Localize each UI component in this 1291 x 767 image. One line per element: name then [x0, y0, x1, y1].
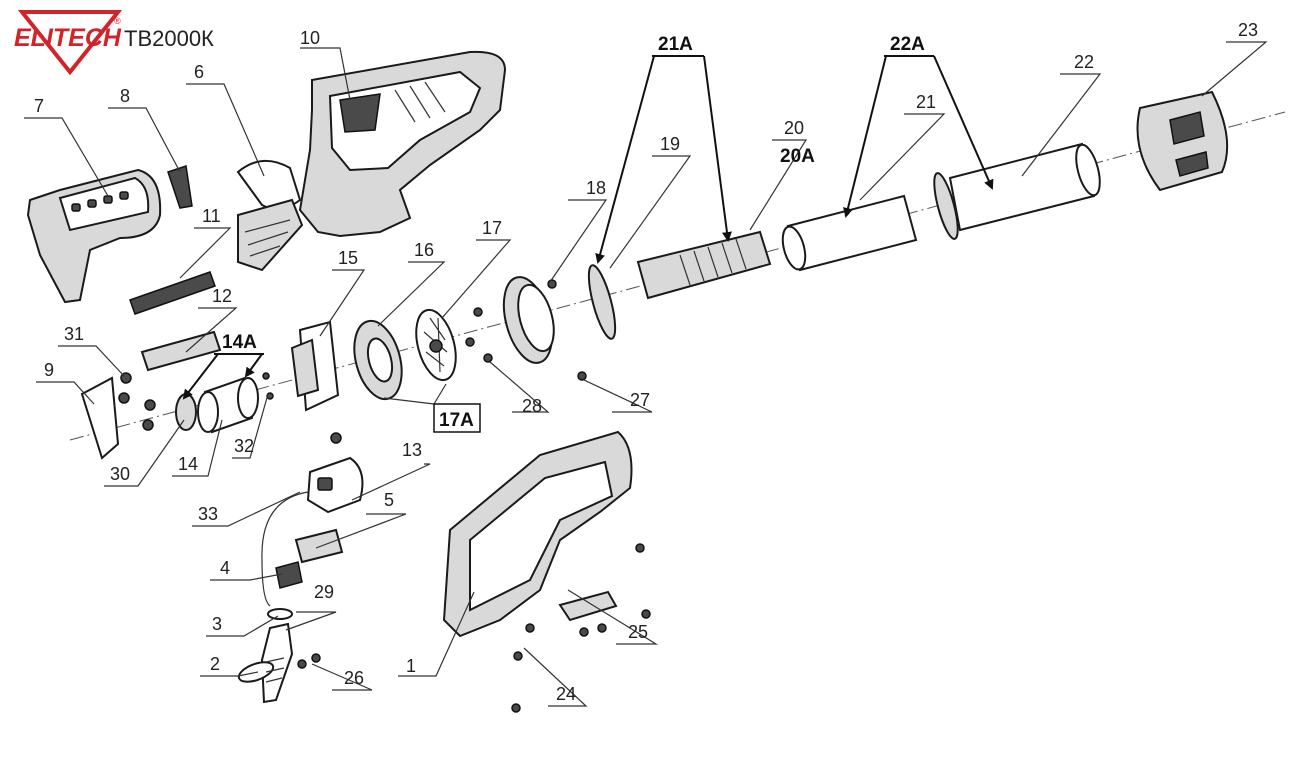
callout-17: 17	[482, 218, 502, 238]
callout-30: 30	[110, 464, 130, 484]
leader-lines	[24, 41, 1268, 707]
callout-29: 29	[314, 582, 334, 602]
part-4-connector	[275, 561, 303, 589]
part-13-switch	[306, 456, 364, 514]
brand-logo-chevron-icon	[17, 10, 123, 76]
callout-2: 2	[210, 654, 220, 674]
callout-26: 26	[344, 668, 364, 688]
part-8-bracket	[167, 165, 193, 209]
callout-21: 21	[916, 92, 936, 112]
part-28-screw	[483, 353, 493, 363]
callout-3: 3	[212, 614, 222, 634]
part-1-housing-half	[442, 430, 633, 638]
callout-28: 28	[522, 396, 542, 416]
part-18-fan-cover	[502, 276, 557, 364]
part-33-cable	[261, 491, 309, 607]
part-6-cone	[236, 160, 304, 272]
callout-23: 23	[1238, 20, 1258, 40]
callout-24: 24	[556, 684, 576, 704]
callout-4: 4	[220, 558, 230, 578]
callout-32: 32	[234, 436, 254, 456]
part-3-washer	[267, 608, 293, 620]
callout-8: 8	[120, 86, 130, 106]
part-22-outer-tube	[933, 142, 1101, 240]
part-screw-a	[473, 307, 483, 317]
part-17-impeller	[415, 308, 457, 382]
part-19-ring	[587, 264, 617, 340]
callout-15: 15	[338, 248, 358, 268]
part-30-motor-cap	[175, 393, 197, 431]
brand-name: ELITECH	[14, 24, 122, 52]
callout-33: 33	[198, 504, 218, 524]
part-21-inner-tube	[781, 194, 918, 272]
callout-box-17a	[433, 403, 481, 433]
callout-10: 10	[300, 28, 320, 48]
part-14-motor	[197, 376, 259, 434]
callout-9: 9	[44, 360, 54, 380]
part-15-fan-housing	[290, 320, 342, 444]
part-20-heating-element	[636, 230, 772, 300]
brand-header: ELITECH ® ТВ2000К	[14, 10, 214, 76]
callout-22a: 22A	[890, 34, 925, 55]
callout-14: 14	[178, 454, 198, 474]
callout-18: 18	[586, 178, 606, 198]
callout-19: 19	[660, 134, 680, 154]
part-24-25-screws	[511, 543, 651, 713]
callout-labels: 1 2 3 4 5 6 7 8 9 10 11 12 13 14 14A 15 …	[34, 20, 1258, 704]
model-name: ТВ2000К	[124, 26, 214, 51]
callout-31: 31	[64, 324, 84, 344]
callout-16: 16	[414, 240, 434, 260]
part-16-disc	[353, 319, 403, 401]
part-31-screws	[118, 372, 156, 431]
part-5-thermostat	[294, 528, 344, 564]
callout-6: 6	[194, 62, 204, 82]
part-23-nozzle	[1136, 90, 1229, 192]
callout-27: 27	[630, 390, 650, 410]
part-27-screw	[577, 371, 587, 381]
part-12-terminal-block	[140, 330, 222, 372]
callout-14a: 14A	[222, 332, 257, 353]
callout-5: 5	[384, 490, 394, 510]
part-7-handle-cover	[26, 168, 162, 304]
callout-17a: 17A	[439, 410, 474, 431]
callout-20: 20	[784, 118, 804, 138]
callout-21a: 21A	[658, 34, 693, 55]
part-26-screws	[297, 653, 321, 669]
reference-arrows	[182, 55, 994, 400]
callout-22: 22	[1074, 52, 1094, 72]
callout-25: 25	[628, 622, 648, 642]
brand-trademark: ®	[114, 16, 121, 26]
part-9-rear-plate	[80, 376, 120, 460]
part-10-housing-half	[298, 50, 507, 238]
callout-13: 13	[402, 440, 422, 460]
part-11-terminal-strip	[129, 271, 216, 315]
callout-1: 1	[406, 656, 416, 676]
callout-12: 12	[212, 286, 232, 306]
callout-20a: 20A	[780, 146, 815, 167]
callout-11: 11	[202, 206, 221, 226]
callout-7: 7	[34, 96, 44, 116]
part-screw-b	[465, 337, 475, 347]
